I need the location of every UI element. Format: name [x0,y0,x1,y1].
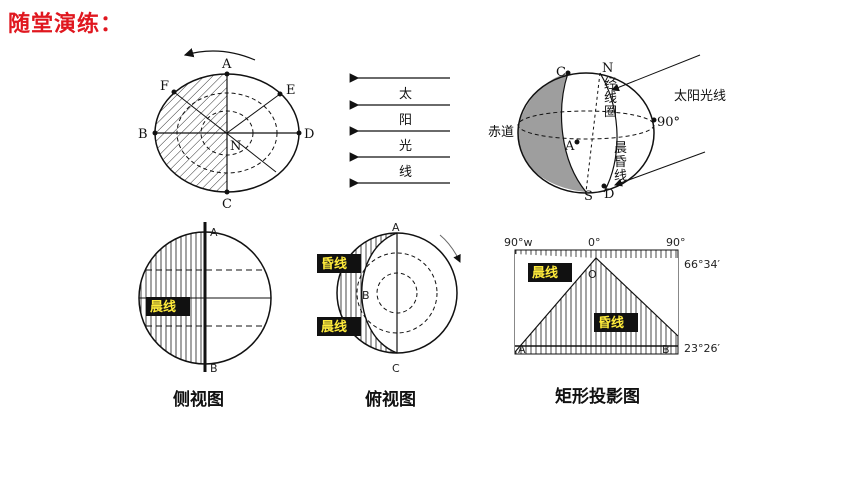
globe-3d-diagram: C N A S D 经 线 圈 晨 昏 线 太阳光线 赤道 90° [488,54,726,204]
meridian-char-1: 经 [604,77,617,92]
point-a-label: A [221,57,232,72]
rect-dawn-tag: 晨线 [532,265,558,281]
top-b-label: B [362,289,370,302]
top-view-caption: 俯视图 [365,389,416,410]
globe-n-label: N [602,61,613,76]
top-a-label: A [392,221,400,234]
lon-90w-label: 90°w [504,236,533,249]
meridian-char-3: 圈 [604,105,617,120]
globe-c-label: C [556,65,566,80]
deg-90-label: 90° [657,115,680,130]
lon-90e-label: 90° [666,236,686,249]
side-view-diagram: A B 晨线 侧视图 [138,222,272,410]
point-d-label: D [304,127,314,142]
rect-view-caption: 矩形投影图 [555,386,640,407]
globe-d-label: D [604,187,614,202]
rect-o-label: O [588,268,597,281]
point-e-label: E [286,83,296,98]
rect-b-label: B [662,343,670,356]
top-dawn-tag: 晨线 [321,319,347,335]
lat-6634-label: 66°34′ [684,258,720,271]
meridian-char-2: 线 [604,91,617,106]
point-n-label: N [230,139,241,154]
rect-dusk-tag: 昏线 [598,315,624,331]
point-b-label: B [138,127,148,142]
terminator-char-2: 昏 [614,155,627,170]
terminator-char-3: 线 [614,169,627,184]
lat-2326-label: 23°26′ [684,342,720,355]
globe-s-label: S [584,189,593,204]
rect-a-label: A [518,343,526,356]
point-f-label: F [160,79,169,94]
sunlight-char-1: 太 [399,87,412,102]
side-b-label: B [210,362,218,375]
globe-a-label: A [564,139,575,154]
side-a-label: A [210,226,218,239]
terminator-char-1: 晨 [614,141,627,156]
sunlight-label: 太阳光线 [674,89,726,104]
polar-diagram: A E D C B F N [138,48,314,212]
lon-0-label: 0° [588,236,601,249]
sunlight-char-2: 阳 [399,113,412,128]
top-c-label: C [392,362,400,375]
point-c-label: C [222,197,232,212]
page-title: 随堂演练： [8,11,124,37]
sunlight-char-3: 光 [399,139,412,154]
top-dusk-tag: 昏线 [321,256,347,272]
top-view-diagram: A C B 昏线 晨线 俯视图 [317,221,461,410]
side-dawn-tag: 晨线 [150,299,176,315]
sunlight-char-4: 线 [399,165,412,180]
rect-projection-diagram: 90°w 0° 90° 66°34′ 23°26′ O A B 晨线 昏线 矩形… [504,236,720,407]
side-view-caption: 侧视图 [173,389,224,410]
equator-label: 赤道 [488,125,514,140]
sunlight-arrows: 太 阳 光 线 [349,73,450,188]
